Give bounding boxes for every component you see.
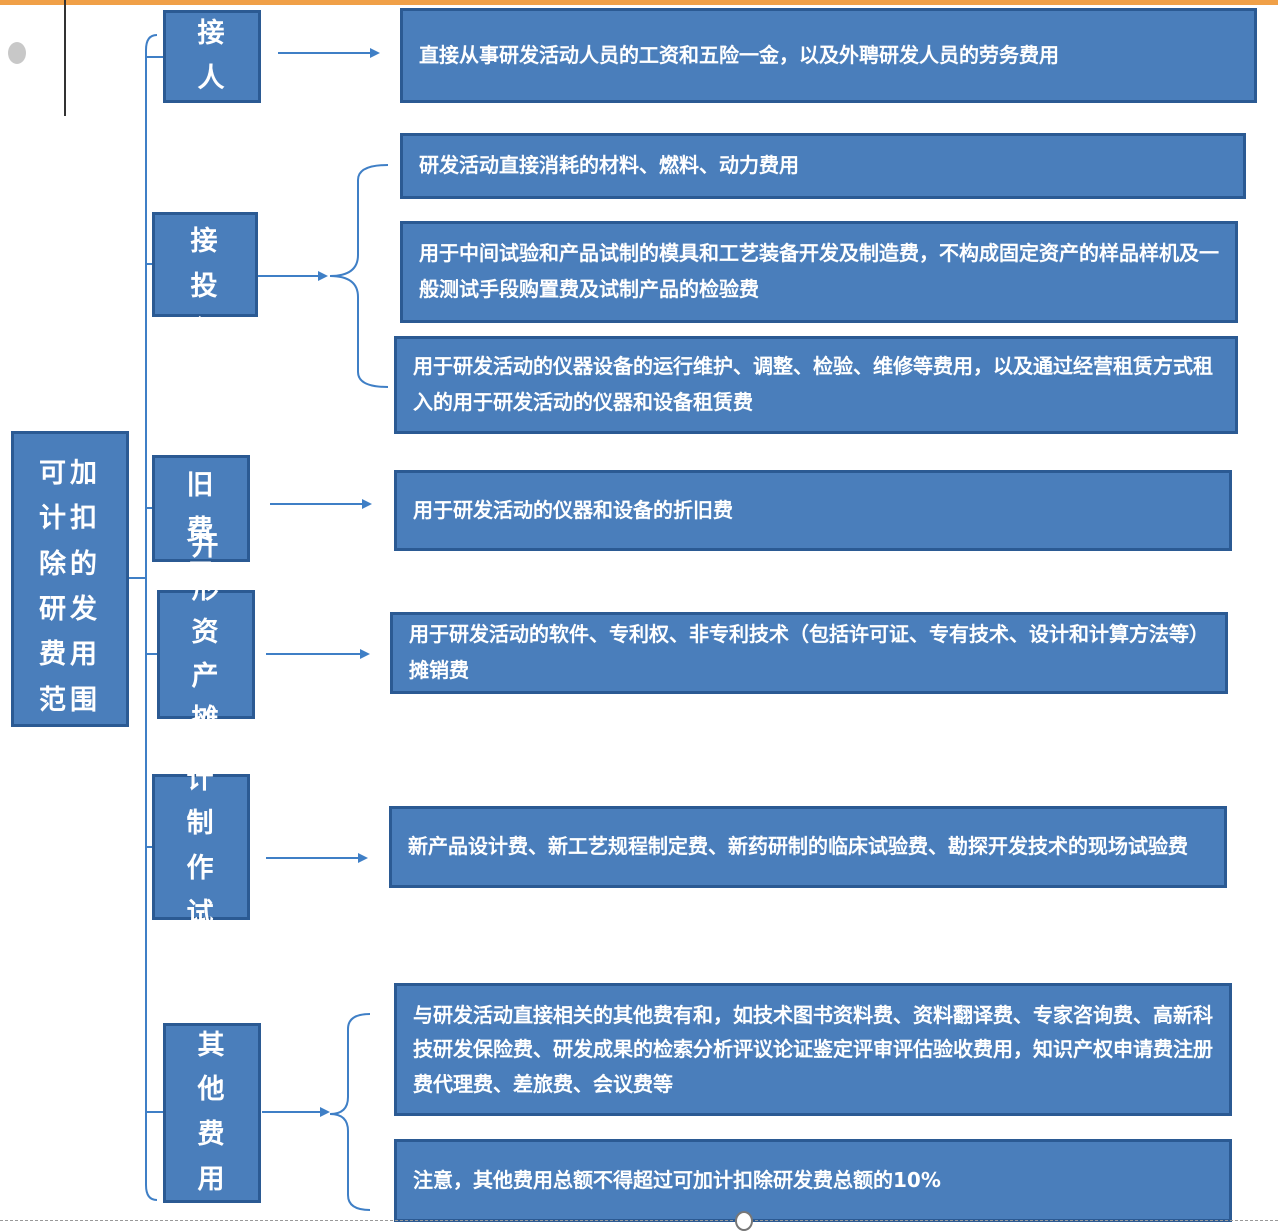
category-label: 设计制作试验 — [186, 719, 216, 974]
category-depreciation: 折旧费用 — [152, 425, 250, 590]
category-direct-input: 直接投入 — [152, 181, 258, 346]
desc-direct-input-2: 用于中间试验和产品试制的模具和工艺装备开发及制造费，不构成固定资产的样品样机及一… — [400, 221, 1238, 323]
category-direct-labor: 直接人工 — [163, 0, 261, 138]
desc-direct-input-1: 研发活动直接消耗的材料、燃料、动力费用 — [400, 133, 1246, 199]
top-accent-bar — [0, 0, 1278, 5]
main-bracket — [145, 34, 158, 1201]
bottom-dashed-line — [0, 1220, 1278, 1221]
desc-text: 用于研发活动的软件、专利权、非专利技术（包括许可证、专有技术、设计和计算方法等）… — [409, 622, 1209, 682]
category-label: 开形资产摊销 — [191, 530, 221, 778]
category-amortization: 开形资产摊销 — [157, 531, 255, 778]
category-design-test: 设计制作试验 — [152, 719, 250, 973]
desc-text: 新产品设计费、新工艺规程制定费、新药研制的临床试验费、勘探开发技术的现场试验费 — [408, 834, 1188, 859]
desc-text: 注意，其他费用总额不得超过可加计扣除研发费总额的10% — [413, 1167, 941, 1192]
desc-direct-labor: 直接从事研发活动人员的工资和五险一金，以及外聘研发人员的劳务费用 — [400, 8, 1257, 103]
bracket-direct-input — [329, 164, 389, 388]
category-other: 其他费用 — [163, 1023, 261, 1203]
desc-depreciation: 用于研发活动的仪器和设备的折旧费 — [394, 470, 1232, 551]
root-label: 可加计扣除的研发费用范围 — [39, 458, 101, 716]
divider-line — [64, 0, 66, 116]
scroll-handle-icon[interactable] — [735, 1211, 753, 1231]
category-label: 其他费用 — [197, 1029, 227, 1195]
category-label: 折旧费用 — [186, 425, 216, 591]
desc-design-test: 新产品设计费、新工艺规程制定费、新药研制的临床试验费、勘探开发技术的现场试验费 — [389, 806, 1227, 888]
desc-direct-input-3: 用于研发活动的仪器设备的运行维护、调整、检验、维修等费用，以及通过经营租赁方式租… — [394, 336, 1238, 434]
desc-amortization: 用于研发活动的软件、专利权、非专利技术（包括许可证、专有技术、设计和计算方法等）… — [390, 612, 1228, 694]
desc-text: 研发活动直接消耗的材料、燃料、动力费用 — [419, 153, 799, 178]
root-box: 可加计扣除的研发费用范围 — [11, 431, 129, 727]
slide-dot-icon — [8, 42, 26, 64]
category-label: 直接投入 — [190, 181, 220, 347]
desc-other-1: 与研发活动直接相关的其他费有和，如技术图书资料费、资料翻译费、专家咨询费、高新科… — [394, 983, 1232, 1116]
desc-text: 直接从事研发活动人员的工资和五险一金，以及外聘研发人员的劳务费用 — [419, 42, 1059, 67]
category-label: 直接人工 — [197, 0, 227, 139]
desc-text: 用于研发活动的仪器设备的运行维护、调整、检验、维修等费用，以及通过经营租赁方式租… — [413, 354, 1213, 414]
desc-text: 用于研发活动的仪器和设备的折旧费 — [413, 497, 733, 522]
bracket-other — [329, 1013, 371, 1211]
desc-other-note: 注意，其他费用总额不得超过可加计扣除研发费总额的10% — [394, 1139, 1232, 1222]
desc-text: 与研发活动直接相关的其他费有和，如技术图书资料费、资料翻译费、专家咨询费、高新科… — [413, 1002, 1213, 1096]
desc-text: 用于中间试验和产品试制的模具和工艺装备开发及制造费，不构成固定资产的样品样机及一… — [419, 241, 1219, 301]
